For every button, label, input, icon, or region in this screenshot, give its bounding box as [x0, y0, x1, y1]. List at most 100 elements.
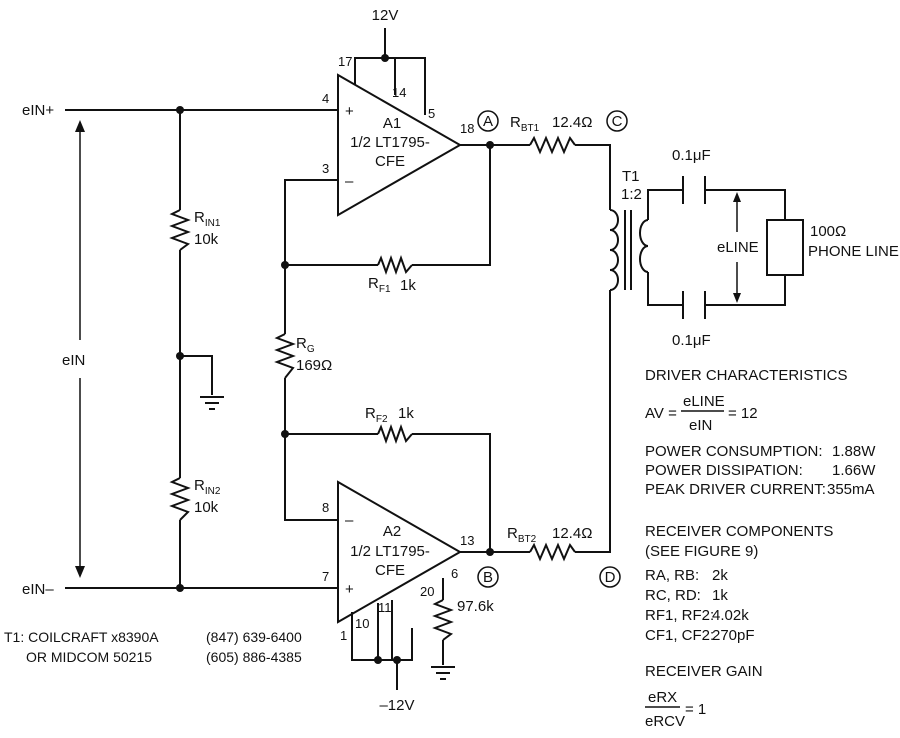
t1-note-line1: T1: COILCRAFT x8390A [4, 629, 159, 645]
resistor-rbt1 [529, 135, 576, 155]
svg-text:13: 13 [460, 533, 474, 548]
svg-text:18: 18 [460, 121, 474, 136]
receiver-ref: (SEE FIGURE 9) [645, 543, 758, 560]
capacitor-top [682, 176, 706, 204]
a1-minus: – [345, 173, 354, 190]
node-c: C [606, 110, 628, 132]
node-b: B [477, 566, 499, 588]
supply-neg12v-label: –12V [379, 697, 414, 714]
resistor-rin2 [169, 477, 191, 521]
svg-text:RF1: RF1 [368, 275, 391, 295]
av-denominator: eIN [689, 417, 712, 434]
svg-text:4: 4 [322, 91, 329, 106]
a1-plus: + [345, 103, 354, 120]
rbt1-label: RBT1 12.4Ω [510, 114, 592, 134]
cap-top-label: 0.1μF [672, 147, 711, 164]
driver-specs: POWER CONSUMPTION: 1.88W POWER DISSIPATI… [645, 443, 876, 498]
svg-text:1: 1 [340, 628, 347, 643]
receiver-heading: RECEIVER COMPONENTS [645, 523, 833, 540]
transformer-t1 [609, 209, 649, 291]
ground-symbol [431, 666, 455, 680]
svg-text:1k: 1k [400, 277, 416, 294]
a2-plus: + [345, 581, 354, 598]
svg-text:POWER DISSIPATION:: POWER DISSIPATION: [645, 462, 803, 479]
a1-name: A1 [383, 115, 401, 132]
t1-note-line2: OR MIDCOM 50215 [26, 649, 152, 665]
svg-text:1k: 1k [398, 405, 414, 422]
gain-rhs: = 1 [685, 701, 706, 718]
eline-arrow [733, 192, 741, 303]
svg-text:RF2: RF2 [365, 405, 388, 425]
a2-name: A2 [383, 523, 401, 540]
av-numerator: eLINE [683, 393, 725, 410]
svg-text:RBT2: RBT2 [507, 525, 537, 545]
r976-label: 97.6k [457, 598, 494, 615]
cap-bottom-label: 0.1μF [672, 332, 711, 349]
resistor-rin1 [169, 209, 191, 251]
phone-number-1: (847) 639-6400 [206, 629, 302, 645]
av-rhs: = 12 [728, 405, 758, 422]
rf2-label: RF2 1k [365, 405, 414, 425]
rg-label: RG 169Ω [296, 335, 332, 374]
a2-minus: – [345, 512, 354, 529]
a2-line1: 1/2 LT1795- [350, 543, 430, 560]
resistor-rg [274, 333, 296, 379]
ein-arrow [75, 120, 85, 578]
op-amp-a2-triangle [337, 480, 463, 624]
driver-heading: DRIVER CHARACTERISTICS [645, 367, 848, 384]
load-label: 100Ω [810, 223, 846, 240]
svg-text:6: 6 [451, 566, 458, 581]
op-amp-a1-triangle [337, 73, 463, 217]
resistor-rf1 [377, 255, 413, 275]
a1-line2: CFE [375, 153, 405, 170]
rin1-label: RIN1 10k [194, 209, 221, 248]
svg-text:14: 14 [392, 85, 406, 100]
supply-12v-label: 12V [372, 7, 399, 24]
t1-ratio: 1:2 [621, 186, 642, 203]
svg-text:7: 7 [322, 569, 329, 584]
svg-text:RIN2: RIN2 [194, 477, 221, 497]
svg-text:10: 10 [355, 616, 369, 631]
svg-text:RBT1: RBT1 [510, 114, 540, 134]
svg-text:12.4Ω: 12.4Ω [552, 525, 592, 542]
rf1-label: RF1 1k [368, 275, 416, 295]
svg-text:4.02k: 4.02k [712, 607, 749, 624]
svg-text:RG: RG [296, 335, 315, 355]
svg-text:17: 17 [338, 54, 352, 69]
svg-text:1k: 1k [712, 587, 728, 604]
receiver-gain-heading: RECEIVER GAIN [645, 663, 763, 680]
svg-text:RC, RD:: RC, RD: [645, 587, 701, 604]
resistor-rf2 [377, 424, 413, 444]
resistor-rbt2 [529, 542, 576, 562]
gain-denominator: eRCV [645, 713, 685, 730]
t1-name: T1 [622, 168, 640, 185]
svg-text:1.88W: 1.88W [832, 443, 876, 460]
svg-text:11: 11 [378, 600, 392, 615]
svg-text:RIN1: RIN1 [194, 209, 221, 229]
svg-text:1.66W: 1.66W [832, 462, 876, 479]
receiver-specs: RA, RB: 2k RC, RD: 1k RF1, RF2: 4.02k CF… [645, 567, 755, 644]
node-a: A [477, 110, 499, 132]
svg-text:270pF: 270pF [712, 627, 755, 644]
svg-text:RA, RB:: RA, RB: [645, 567, 699, 584]
av-lhs: AV = [645, 405, 677, 422]
svg-text:B: B [483, 569, 493, 586]
ground-symbol [200, 396, 224, 410]
svg-text:10k: 10k [194, 231, 219, 248]
rbt2-label: RBT2 12.4Ω [507, 525, 592, 545]
phone-line-label: PHONE LINE [808, 243, 899, 260]
svg-text:10k: 10k [194, 499, 219, 516]
svg-text:C: C [612, 113, 623, 130]
svg-text:8: 8 [322, 500, 329, 515]
svg-text:12.4Ω: 12.4Ω [552, 114, 592, 131]
capacitor-bottom [682, 291, 706, 319]
svg-text:CF1, CF2:: CF1, CF2: [645, 627, 714, 644]
eline-label: eLINE [717, 239, 759, 256]
pin-numbers: 17 14 5 4 18 3 8 13 7 6 20 1 10 11 [322, 54, 474, 643]
ein-label: eIN [62, 352, 85, 369]
gain-numerator: eRX [648, 689, 677, 706]
svg-text:169Ω: 169Ω [296, 357, 332, 374]
svg-text:A: A [483, 113, 493, 130]
ein-plus-label: eIN+ [22, 102, 54, 119]
